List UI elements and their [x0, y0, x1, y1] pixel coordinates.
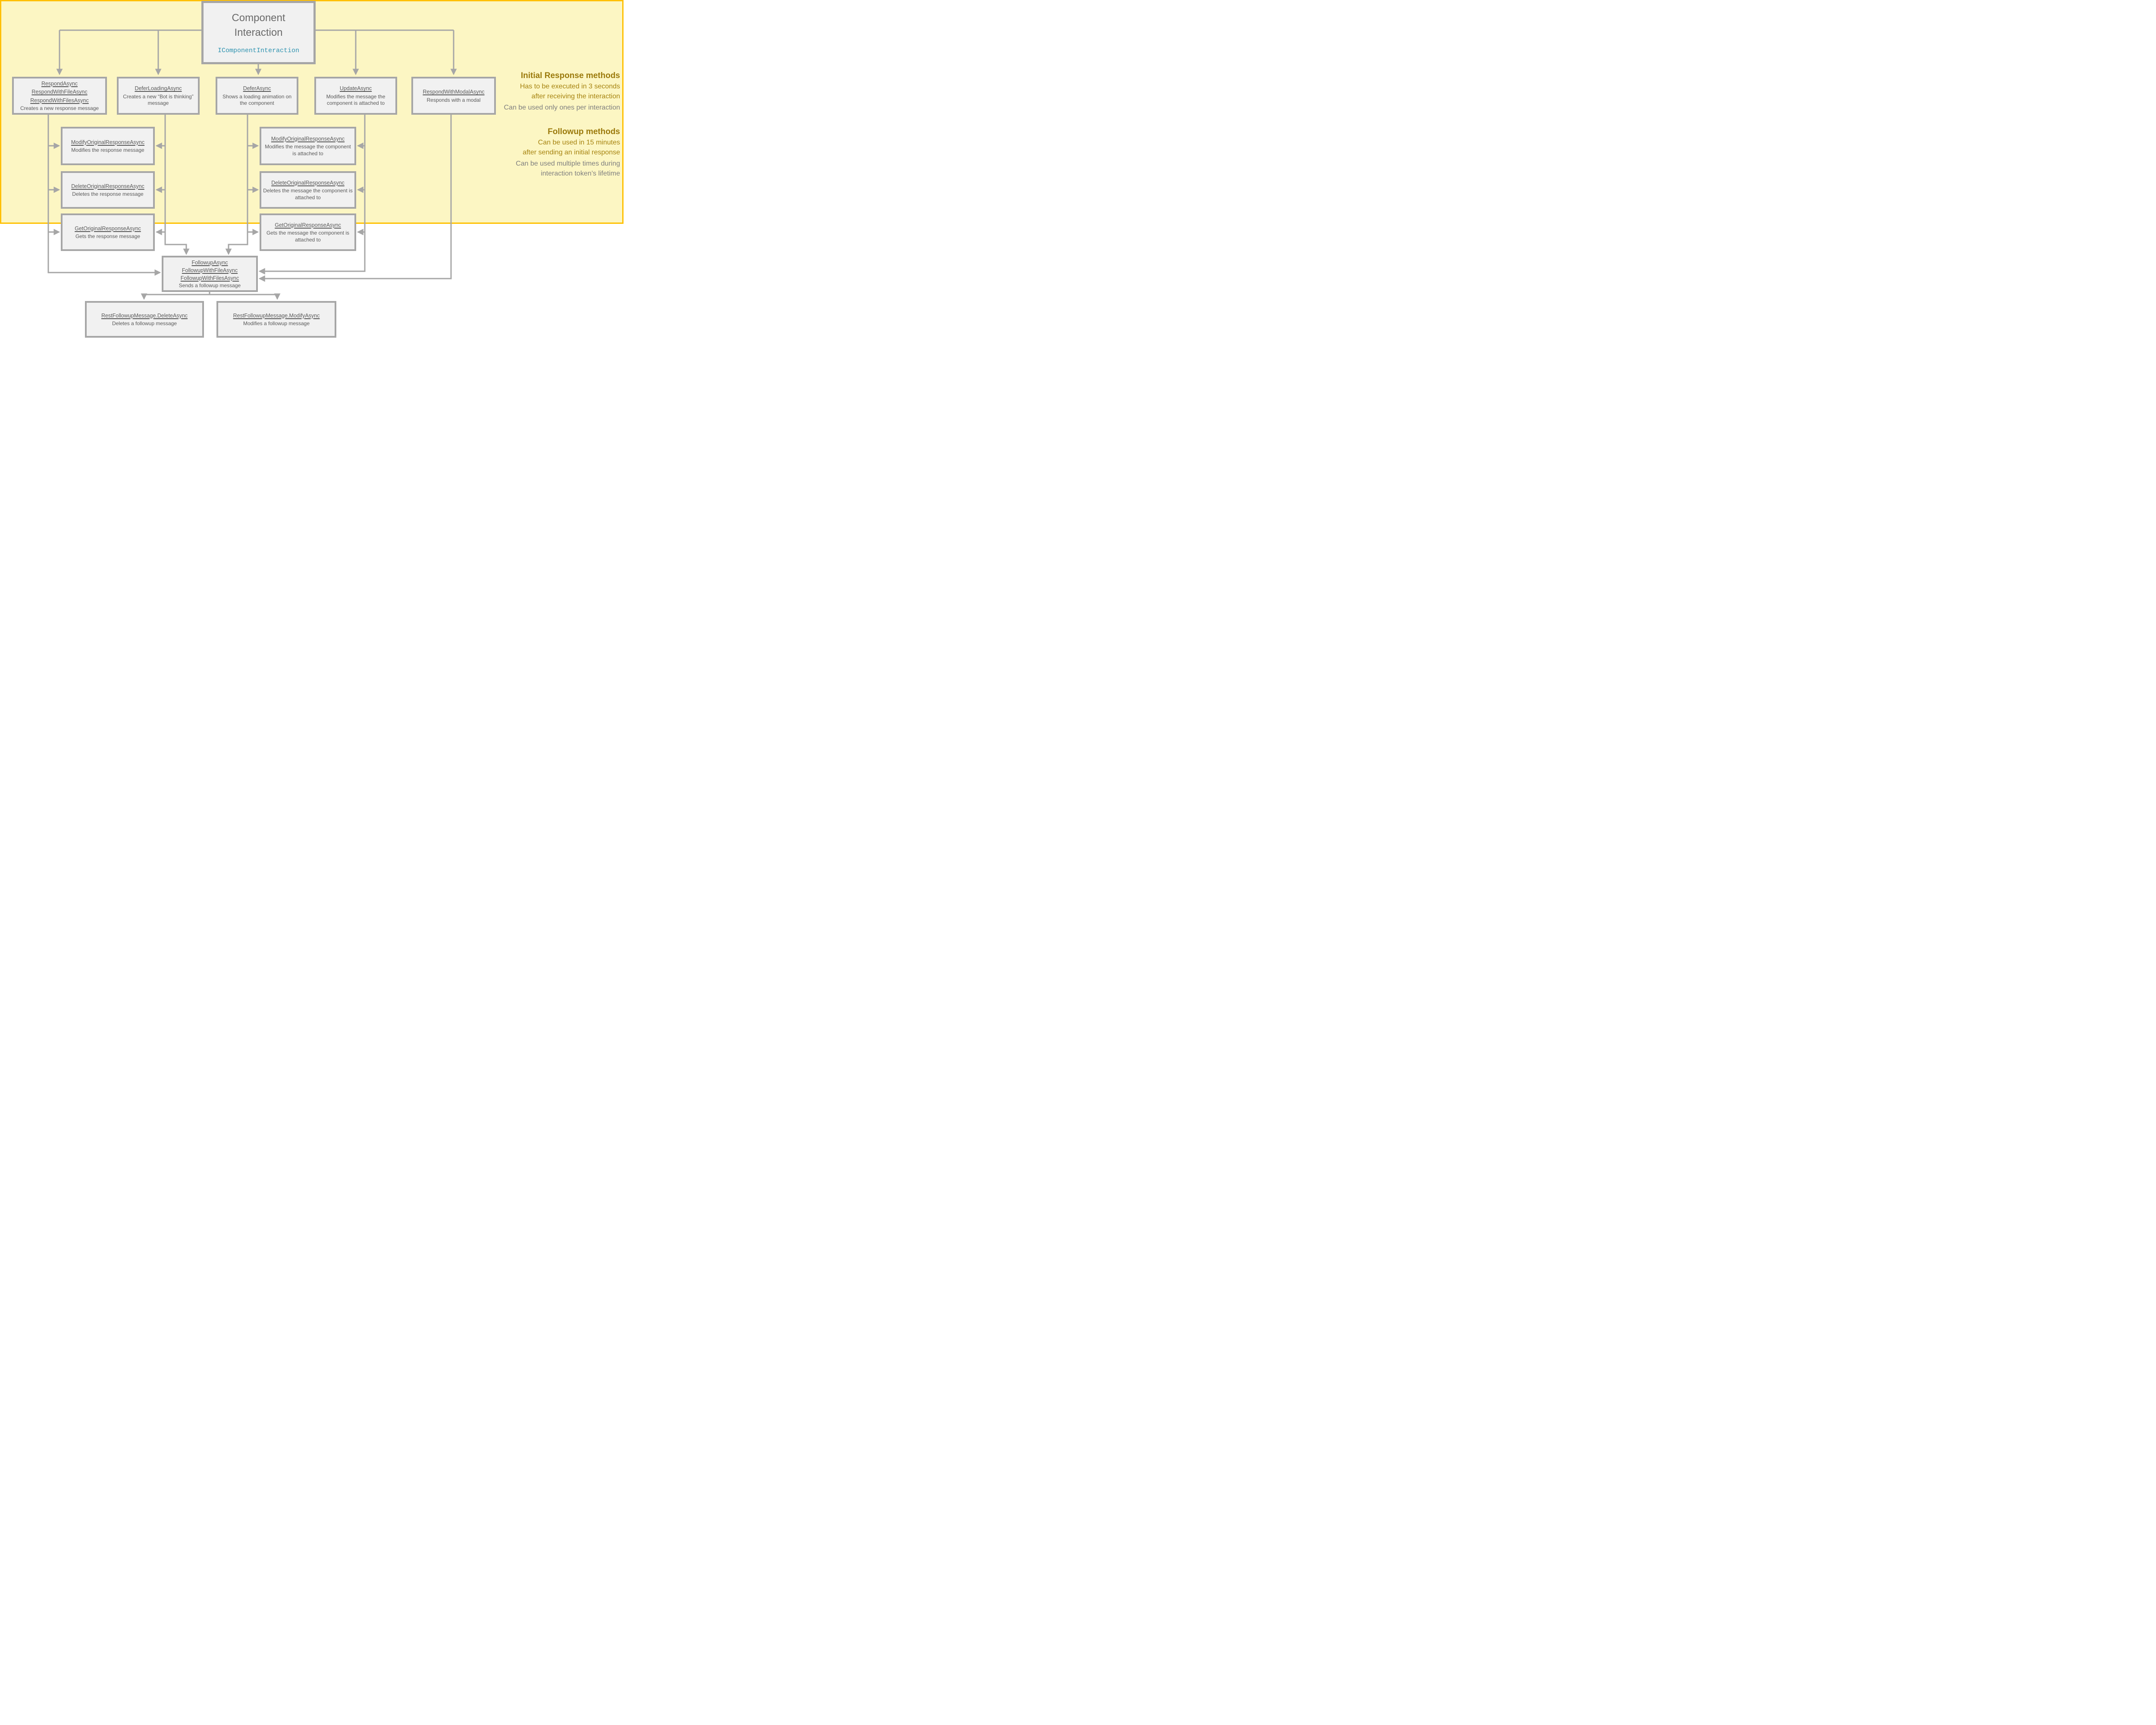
method-list: FollowupAsync FollowupWithFileAsync Foll…	[181, 259, 239, 282]
method-name: RespondAsync	[41, 80, 78, 87]
node-defer-async: DeferAsync Shows a loading animation on …	[216, 77, 298, 115]
method-list: DeleteOriginalResponseAsync	[71, 182, 144, 191]
method-list: GetOriginalResponseAsync	[75, 225, 141, 233]
node-update-async: UpdateAsync Modifies the message the com…	[314, 77, 397, 115]
node-delete-original-response-mid: DeleteOriginalResponseAsync Deletes the …	[260, 171, 356, 209]
followup-note-title: Followup methods	[548, 127, 620, 136]
method-description: Deletes the response message	[72, 191, 144, 197]
method-name: FollowupAsync	[191, 259, 228, 266]
method-list: ModifyOriginalResponseAsync	[271, 135, 345, 143]
connector-arrow	[258, 115, 366, 275]
initial-methods-note: Initial Response methods Has to be execu…	[504, 70, 620, 113]
method-description: Modifies the message the component is at…	[326, 93, 385, 107]
method-list: DeferLoadingAsync	[135, 85, 182, 93]
connector-arrow	[225, 115, 248, 255]
method-description: Deletes a followup message	[112, 320, 177, 326]
method-name: RespondWithFileAsync	[31, 89, 88, 95]
method-name: RespondWithModalAsync	[423, 89, 485, 95]
method-list: RespondWithModalAsync	[423, 88, 484, 96]
initial-note-gold-line: after receiving the interaction	[531, 93, 620, 100]
node-defer-loading-async: DeferLoadingAsync Creates a new “Bot is …	[117, 77, 200, 115]
method-name: DeleteOriginalResponseAsync	[271, 179, 345, 186]
method-name: RestFollowupMessage.ModifyAsync	[233, 312, 320, 319]
component-interaction-diagram: Component Interaction IComponentInteract…	[0, 0, 624, 345]
followup-methods-note: Followup methods Can be used in 15 minut…	[516, 126, 620, 179]
method-description: Gets the response message	[75, 233, 141, 239]
node-rest-followup-modify-async: RestFollowupMessage.ModifyAsync Modifies…	[216, 301, 336, 338]
method-list: DeferAsync	[243, 85, 271, 93]
method-description: Deletes the message the component is att…	[263, 188, 353, 201]
node-modify-original-response-mid: ModifyOriginalResponseAsync Modifies the…	[260, 127, 356, 165]
connector-arrow	[47, 115, 161, 276]
initial-note-gold-line: Has to be executed in 3 seconds	[520, 83, 620, 90]
method-name: ModifyOriginalResponseAsync	[71, 139, 145, 145]
method-name: DeleteOriginalResponseAsync	[71, 183, 144, 189]
method-description: Creates a new response message	[20, 105, 99, 111]
method-name: GetOriginalResponseAsync	[75, 225, 141, 232]
method-name: RestFollowupMessage.DeleteAsync	[101, 312, 188, 319]
method-list: UpdateAsync	[340, 85, 372, 93]
method-list: GetOriginalResponseAsync	[275, 221, 341, 229]
method-name: DeferLoadingAsync	[135, 85, 182, 92]
connector-layer	[47, 29, 457, 300]
node-rest-followup-delete-async: RestFollowupMessage.DeleteAsync Deletes …	[85, 301, 204, 338]
node-followup-async: FollowupAsync FollowupWithFileAsync Foll…	[162, 256, 258, 292]
method-description: Creates a new “Bot is thinking” message	[123, 93, 194, 107]
root-node-component-interaction: Component Interaction IComponentInteract…	[201, 1, 316, 64]
method-list: ModifyOriginalResponseAsync	[71, 138, 144, 147]
method-name: DeferAsync	[243, 85, 271, 92]
method-description: Modifies the message the component is at…	[265, 144, 351, 157]
root-title-line2: Interaction	[234, 27, 283, 38]
node-get-original-response-mid: GetOriginalResponseAsync Gets the messag…	[260, 213, 356, 251]
node-get-original-response-left: GetOriginalResponseAsync Gets the respon…	[61, 213, 155, 251]
method-description: Responds with a modal	[426, 97, 481, 103]
node-modify-original-response-left: ModifyOriginalResponseAsync Modifies the…	[61, 127, 155, 165]
method-list: RespondAsync RespondWithFileAsync Respon…	[30, 80, 88, 105]
method-name: FollowupWithFileAsync	[182, 267, 238, 273]
initial-note-title: Initial Response methods	[520, 71, 620, 80]
method-name: GetOriginalResponseAsync	[275, 222, 341, 228]
node-respond-async: RespondAsync RespondWithFileAsync Respon…	[12, 77, 107, 115]
node-delete-original-response-left: DeleteOriginalResponseAsync Deletes the …	[61, 171, 155, 209]
method-name: FollowupWithFilesAsync	[180, 275, 239, 281]
method-description: Shows a loading animation on the compone…	[222, 93, 292, 107]
connector-arrow	[164, 115, 190, 255]
method-name: UpdateAsync	[339, 85, 372, 92]
root-interface-name: IComponentInteraction	[217, 47, 300, 54]
initial-note-gray-line: Can be used only ones per interaction	[504, 104, 620, 111]
connector-arrow	[258, 115, 452, 282]
method-name: RespondWithFilesAsync	[30, 97, 89, 104]
method-description: Modifies a followup message	[243, 320, 310, 326]
method-description: Modifies the response message	[71, 147, 144, 153]
followup-note-gray-line: Can be used multiple times during	[516, 160, 620, 167]
method-name: ModifyOriginalResponseAsync	[271, 135, 345, 142]
method-list: DeleteOriginalResponseAsync	[271, 179, 345, 187]
node-respond-with-modal-async: RespondWithModalAsync Responds with a mo…	[411, 77, 496, 115]
root-title-line1: Component	[232, 12, 285, 24]
method-list: RestFollowupMessage.DeleteAsync	[101, 312, 188, 320]
followup-note-gold-line: after sending an initial response	[523, 149, 620, 156]
followup-note-gold-line: Can be used in 15 minutes	[538, 139, 620, 146]
method-description: Gets the message the component is attach…	[266, 230, 350, 243]
root-title: Component Interaction	[232, 11, 285, 40]
followup-note-gray-line: interaction token’s lifetime	[541, 170, 620, 177]
method-list: RestFollowupMessage.ModifyAsync	[233, 312, 320, 320]
method-description: Sends a followup message	[179, 282, 241, 289]
